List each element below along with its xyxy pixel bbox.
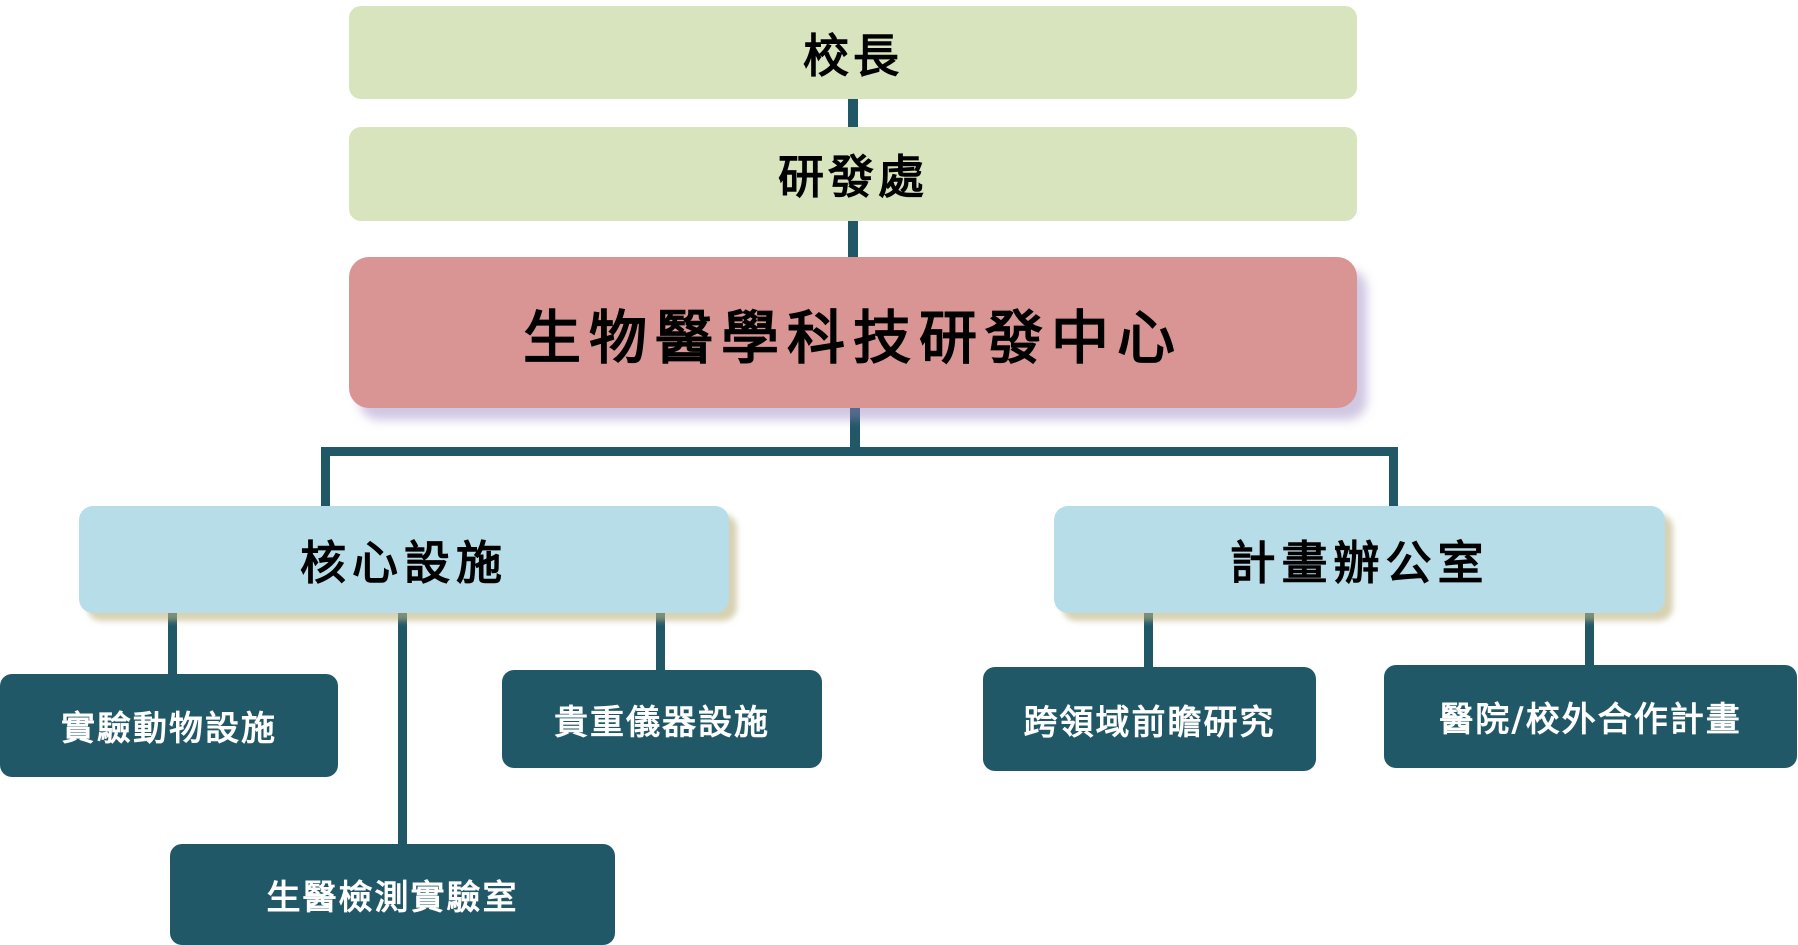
connector-core-instrument [656, 613, 665, 671]
connector-office-hospital [1585, 613, 1594, 667]
node-instrument-facility: 貴重儀器設施 [502, 670, 822, 768]
node-label: 實驗動物設施 [61, 709, 277, 749]
node-label: 校長 [803, 28, 903, 83]
connector-to-core [321, 447, 330, 509]
node-label: 核心設施 [300, 535, 508, 590]
node-hospital-collaboration: 醫院/校外合作計畫 [1384, 665, 1797, 768]
connector-president-rd [848, 99, 858, 127]
node-label: 跨領域前瞻研究 [1023, 702, 1276, 743]
node-biomed-test-lab: 生醫檢測實驗室 [170, 844, 615, 945]
connector-center-down [850, 408, 860, 456]
connector-core-test-lab [398, 613, 407, 846]
node-label: 貴重儀器設施 [554, 702, 770, 743]
connector-to-office [1389, 447, 1398, 509]
node-label: 計畫辦公室 [1229, 535, 1490, 590]
connector-core-animal [168, 613, 177, 675]
node-rd-office: 研發處 [349, 127, 1357, 221]
node-project-office: 計畫辦公室 [1054, 506, 1665, 613]
connector-office-research [1144, 613, 1153, 669]
node-center: 生物醫學科技研發中心 [349, 257, 1357, 408]
connector-rd-center [848, 221, 858, 257]
node-label: 醫院/校外合作計畫 [1439, 700, 1742, 740]
node-label: 研發處 [778, 150, 928, 204]
node-core-facilities: 核心設施 [79, 506, 729, 613]
node-interdisciplinary-research: 跨領域前瞻研究 [983, 667, 1316, 771]
connector-horizontal [321, 447, 1398, 456]
node-label: 生醫檢測實驗室 [266, 878, 519, 918]
node-president: 校長 [349, 6, 1357, 99]
node-animal-facility: 實驗動物設施 [0, 674, 338, 777]
node-label: 生物醫學科技研發中心 [522, 303, 1183, 372]
